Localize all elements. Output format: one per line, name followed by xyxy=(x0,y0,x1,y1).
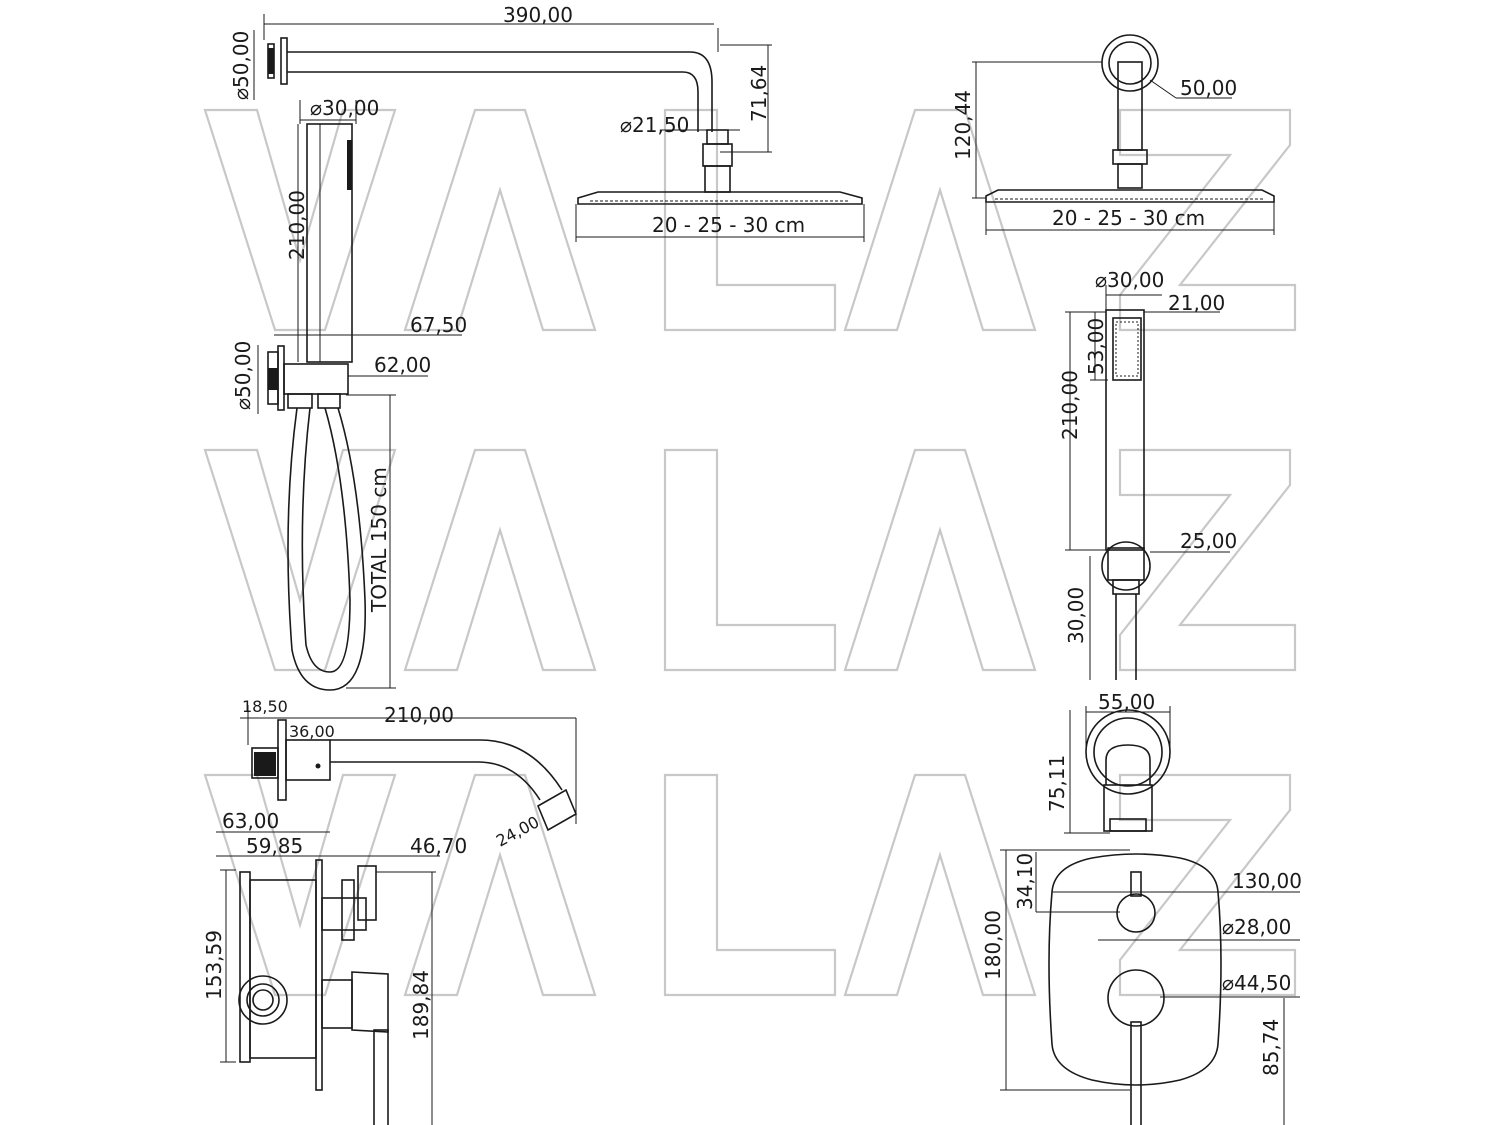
dim-box-inner: 59,85 xyxy=(246,834,303,858)
dim-holder-width: 62,00 xyxy=(374,353,431,377)
dim-box-height: 153,59 xyxy=(202,930,226,1000)
dim-flange-dia-side: 50,00 xyxy=(1180,76,1237,100)
spout-front-view: 55,00 75,11 xyxy=(1045,690,1171,834)
dim-diverter-offset: 34,10 xyxy=(1013,853,1037,910)
dim-diverter-dia: ⌀28,00 xyxy=(1222,915,1291,939)
dim-arm-height-side: 120,44 xyxy=(951,90,975,160)
dim-plate-width: 130,00 xyxy=(1232,869,1302,893)
dim-hs-side-holder: 25,00 xyxy=(1180,529,1237,553)
dim-box-depth: 63,00 xyxy=(222,809,279,833)
dim-hose-total: TOTAL 150 cm xyxy=(367,467,391,613)
dim-head-width-front: 20 - 25 - 30 cm xyxy=(652,213,805,237)
valve-side-view: 63,00 59,85 46,70 153,59 189,84 xyxy=(202,809,467,1125)
watermark-letter-z xyxy=(1118,448,1297,672)
dim-handshower-length: 210,00 xyxy=(285,190,309,260)
watermark-letter-v xyxy=(203,108,397,332)
dim-spout-flange: 18,50 xyxy=(242,697,288,716)
dim-arm-dia: ⌀21,50 xyxy=(620,113,689,137)
dim-hs-side-holder-h: 30,00 xyxy=(1064,587,1088,644)
dim-handle-dia: ⌀44,50 xyxy=(1222,971,1291,995)
dim-outlet-dia: ⌀50,00 xyxy=(231,341,255,410)
watermark-letter-a xyxy=(403,448,597,672)
dim-handshower-dia: ⌀30,00 xyxy=(310,96,379,120)
watermark-letter-l xyxy=(663,773,837,997)
watermark-letter-v xyxy=(203,448,397,672)
dim-hs-side-face: 21,00 xyxy=(1168,291,1225,315)
watermark-letter-v xyxy=(203,773,397,997)
dim-head-width-side: 20 - 25 - 30 cm xyxy=(1052,206,1205,230)
dim-hs-side-length: 210,00 xyxy=(1058,370,1082,440)
dim-handle-offset: 85,74 xyxy=(1259,1019,1283,1076)
shower-arm-side-view: 120,44 50,00 20 - 25 - 30 cm xyxy=(951,34,1275,235)
dim-plate-height: 180,00 xyxy=(981,910,1005,980)
dim-spout-front-width: 55,00 xyxy=(1098,690,1155,714)
dim-valve-height: 189,84 xyxy=(409,970,433,1040)
dim-spout-front-height: 75,11 xyxy=(1045,755,1069,812)
dim-wall-flange-dia: ⌀50,00 xyxy=(229,31,253,100)
dim-arm-length: 390,00 xyxy=(503,3,573,27)
watermark-letter-a xyxy=(403,108,597,332)
watermark-letter-l xyxy=(663,448,837,672)
handshower-front-view: ⌀30,00 210,00 67,50 ⌀50,00 62,00 TOTAL 1… xyxy=(231,96,467,691)
mixer-plate-front-view: 180,00 34,10 130,00 ⌀28,00 ⌀44,50 85,74 xyxy=(981,849,1302,1125)
watermark-letter-a xyxy=(843,773,1037,997)
dim-holder-offset: 67,50 xyxy=(410,313,467,337)
dim-hs-side-spray: 53,00 xyxy=(1084,318,1108,375)
dim-arm-drop: 71,64 xyxy=(747,65,771,122)
dim-spout-length: 210,00 xyxy=(384,703,454,727)
dim-spout-outlet: 24,00 xyxy=(493,812,542,850)
handshower-side-view: ⌀30,00 21,00 53,00 210,00 25,00 30,00 xyxy=(1058,268,1237,680)
dim-hs-side-dia: ⌀30,00 xyxy=(1095,268,1164,292)
watermark-letter-z xyxy=(1118,108,1297,332)
valaz-watermark xyxy=(203,108,1297,997)
watermark-letter-a xyxy=(843,108,1037,332)
watermark-letter-a xyxy=(843,448,1037,672)
spout-side-view: 18,50 36,00 210,00 24,00 xyxy=(240,697,578,851)
watermark-letter-l xyxy=(663,108,837,332)
dim-spout-depth: 36,00 xyxy=(289,722,335,741)
dim-handle-projection: 46,70 xyxy=(410,834,467,858)
watermark-letter-z xyxy=(1118,773,1297,997)
shower-arm-front-view: 390,00 ⌀50,00 71,64 ⌀21,50 20 - 25 - 30 … xyxy=(229,3,865,242)
watermark-letter-a xyxy=(403,773,597,997)
